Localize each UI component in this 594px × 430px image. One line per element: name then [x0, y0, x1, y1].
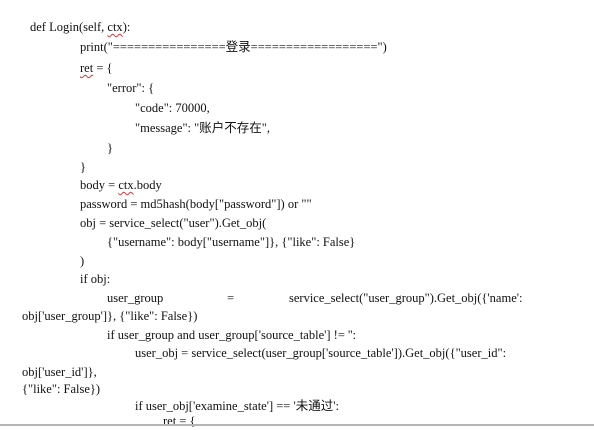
code-line-user-obj-wrap1: obj['user_id']},: [22, 365, 97, 379]
code-line-close-inner: }: [107, 141, 113, 155]
code-line-user-obj: user_obj = service_select(user_group['so…: [135, 346, 507, 360]
body-suffix: .body: [133, 178, 162, 192]
code-line-error: "error": {: [107, 81, 155, 95]
code-line-def: def Login(self, ctx):: [30, 20, 130, 35]
code-line-obj-close: ): [80, 254, 85, 268]
code-line-print: print("================登录===============…: [80, 40, 387, 54]
code-line-user-group-eq: =: [227, 291, 235, 305]
code-line-user-group-wrap: obj['user_group']}, {"like": False}): [22, 309, 198, 323]
spellcheck-ret: ret: [80, 61, 94, 75]
spellcheck-ctx: ctx: [107, 20, 123, 34]
code-line-if-user-group: if user_group and user_group['source_tab…: [107, 328, 356, 342]
ret-rest: = {: [93, 61, 113, 75]
body-prefix: body =: [80, 178, 119, 192]
code-line-code: "code": 70000,: [135, 101, 210, 115]
code-line-user-group-call: service_select("user_group").Get_obj({'n…: [289, 291, 523, 305]
code-line-examine-state: if user_obj['examine_state'] == '未通过':: [135, 399, 339, 413]
def-suffix: ):: [122, 20, 131, 34]
code-line-user-group-name: user_group: [107, 291, 164, 305]
code-line-password: password = md5hash(body["password"]) or …: [80, 197, 312, 211]
code-line-obj-args: {"username": body["username"]}, {"like":…: [107, 235, 356, 249]
def-prefix: def Login(self,: [30, 20, 108, 34]
code-line-if-obj: if obj:: [80, 272, 111, 286]
code-line-message: "message": "账户不存在",: [135, 121, 270, 135]
code-line-obj: obj = service_select("user").Get_obj(: [80, 216, 267, 230]
code-line-ret: ret = {: [80, 61, 113, 76]
code-line-body: body = ctx.body: [80, 178, 162, 193]
spellcheck-ctx-body: ctx: [118, 178, 134, 192]
code-line-close-outer: }: [80, 160, 86, 174]
code-line-ret2: ret = {: [163, 414, 196, 428]
code-line-user-obj-wrap2: {"like": False}): [22, 382, 101, 396]
page-bottom-rule: [0, 424, 594, 426]
